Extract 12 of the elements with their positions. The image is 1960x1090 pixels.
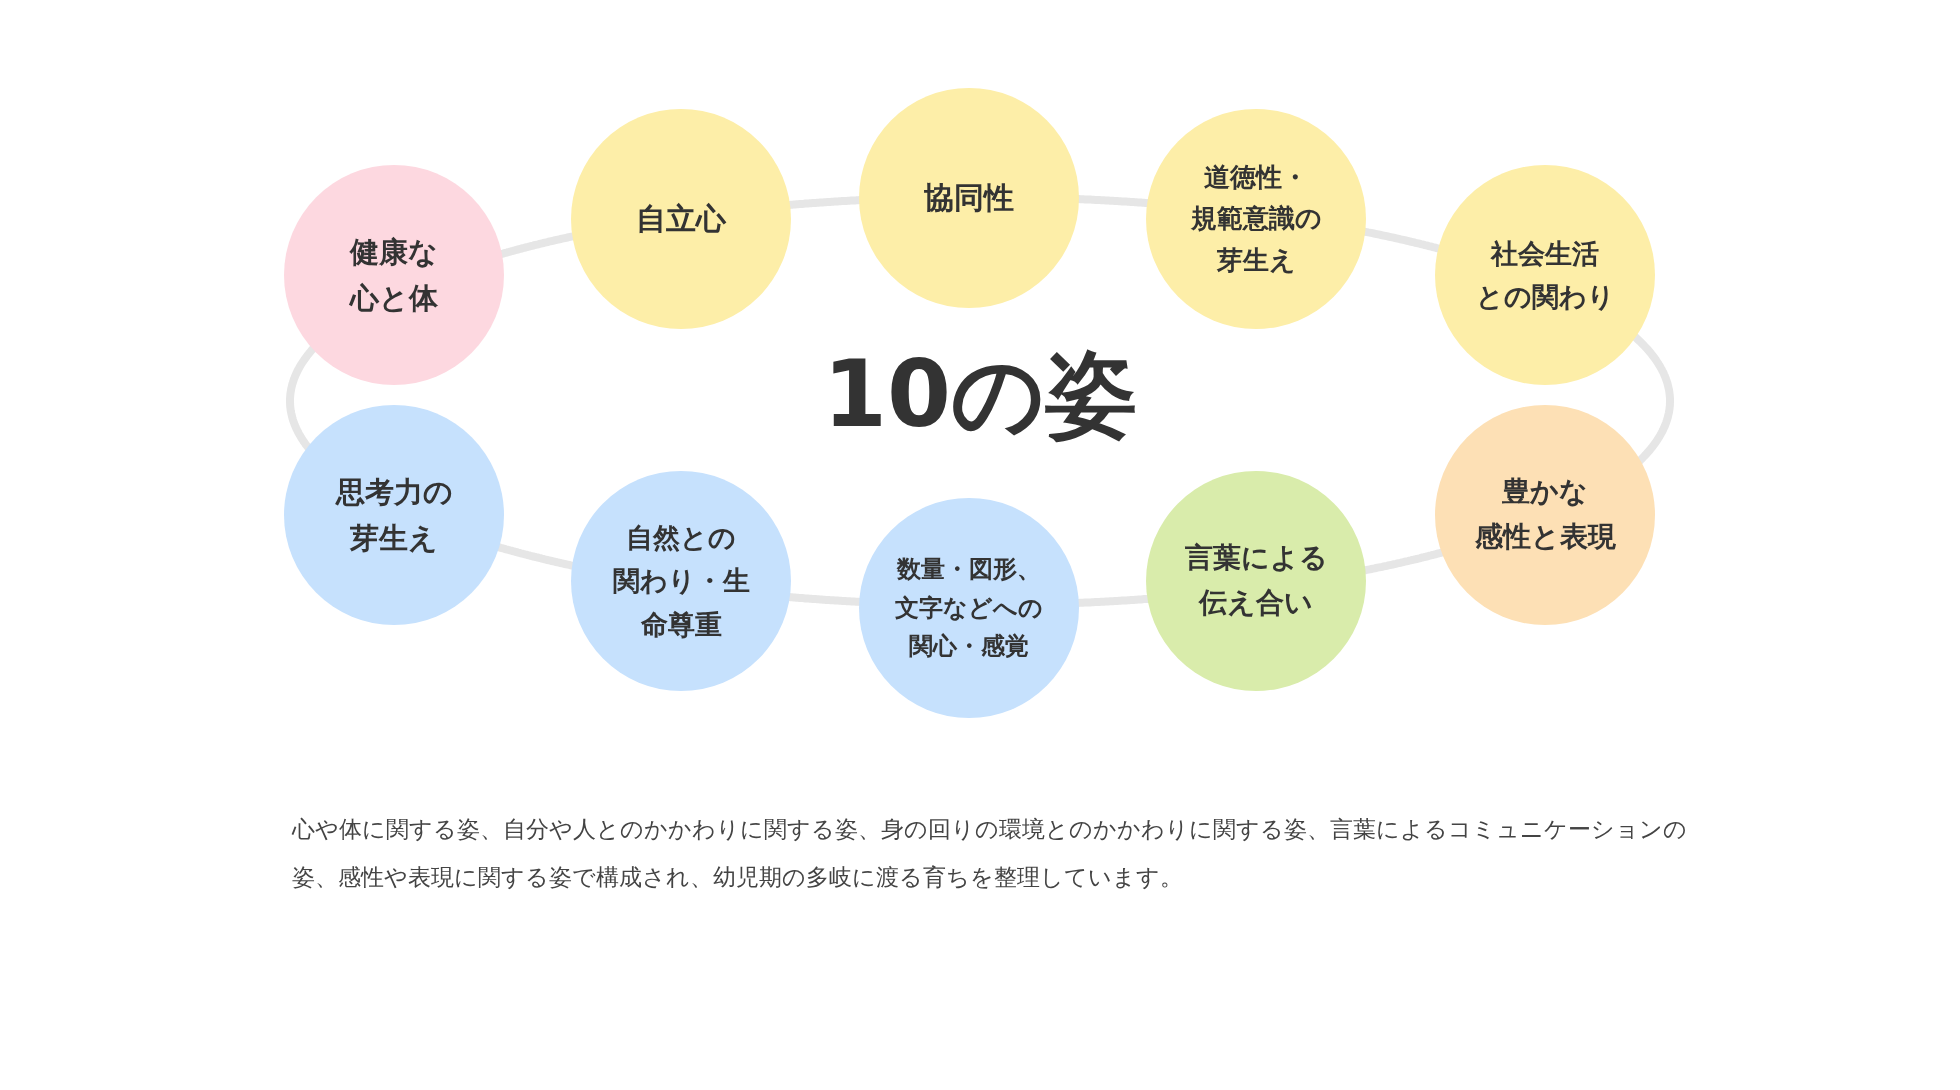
topic-label: 自立心 — [636, 200, 726, 238]
diagram-title: 10の姿 — [822, 340, 1138, 450]
topic-label: 数量・図形、文字などへの関心・感覚 — [895, 554, 1043, 663]
topic-label: 社会生活との関わり — [1475, 236, 1615, 314]
topic-label: 豊かな感性と表現 — [1474, 474, 1616, 555]
topic-label: 思考力の芽生え — [335, 473, 453, 557]
topic-label: 健康な心と体 — [350, 233, 438, 317]
topic-label: 言葉による伝え合い — [1184, 540, 1328, 621]
topic-label: 道徳性・規範意識の芽生え — [1190, 160, 1322, 277]
caption-text: 心や体に関する姿、自分や人とのかかわりに関する姿、身の回りの環境とのかかわりに関する姿、言葉によるコミュニケーションの姿、感性や表現に関する姿で構成され、幼児期の多岐に渡る育ちを整理しています。 — [292, 815, 1688, 892]
topic-label: 自然との関わり・生命尊重 — [612, 521, 750, 642]
topic-label: 協同性 — [924, 179, 1014, 217]
